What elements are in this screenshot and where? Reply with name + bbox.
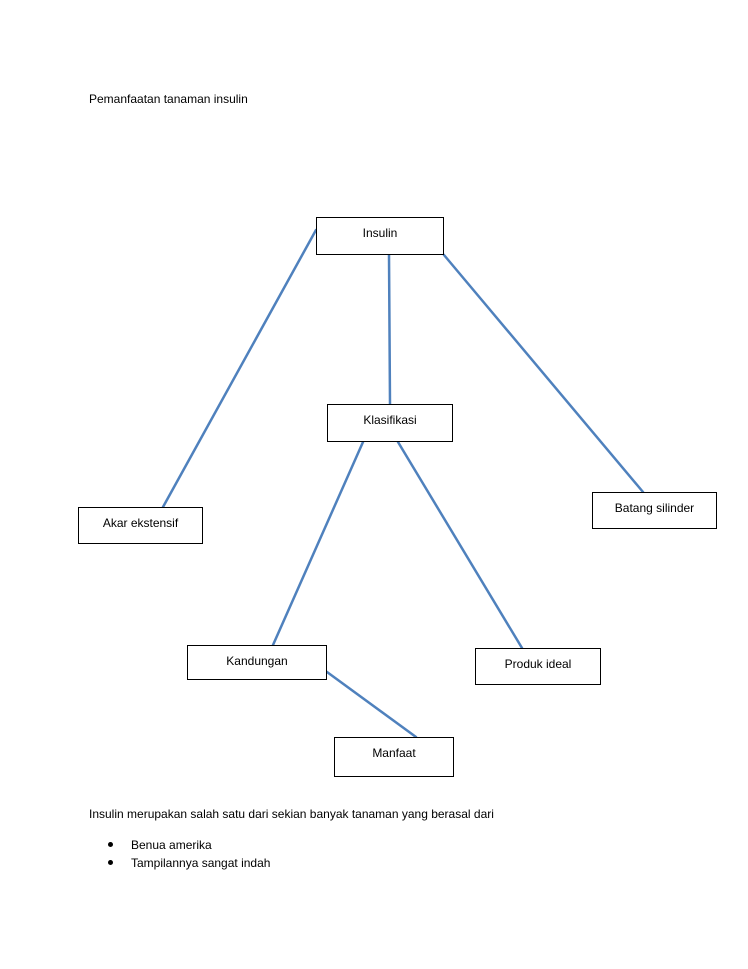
node-manfaat: Manfaat	[334, 737, 454, 777]
node-akar-ekstensif: Akar ekstensif	[78, 507, 203, 544]
page-title: Pemanfaatan tanaman insulin	[89, 92, 248, 106]
node-klasifikasi: Klasifikasi	[327, 404, 453, 442]
connector-insulin-klasifikasi	[387, 253, 392, 406]
bullet-icon	[108, 842, 113, 847]
connector-kandungan-manfaat	[325, 670, 418, 739]
list-item: Tampilannya sangat indah	[108, 854, 270, 872]
node-insulin: Insulin	[316, 217, 444, 255]
node-produk-ideal: Produk ideal	[475, 648, 601, 685]
connector-klasifikasi-kandungan	[271, 440, 365, 647]
node-kandungan: Kandungan	[187, 645, 327, 680]
node-batang-silinder: Batang silinder	[592, 492, 717, 529]
bullet-list: Benua amerika Tampilannya sangat indah	[108, 836, 270, 872]
connector-insulin-batang	[442, 253, 645, 494]
connector-insulin-akar	[161, 228, 318, 509]
bullet-icon	[108, 860, 113, 865]
list-item: Benua amerika	[108, 836, 270, 854]
body-paragraph: Insulin merupakan salah satu dari sekian…	[89, 807, 494, 821]
connector-klasifikasi-produk	[396, 440, 524, 650]
list-item-text: Tampilannya sangat indah	[131, 856, 271, 870]
list-item-text: Benua amerika	[131, 838, 212, 852]
